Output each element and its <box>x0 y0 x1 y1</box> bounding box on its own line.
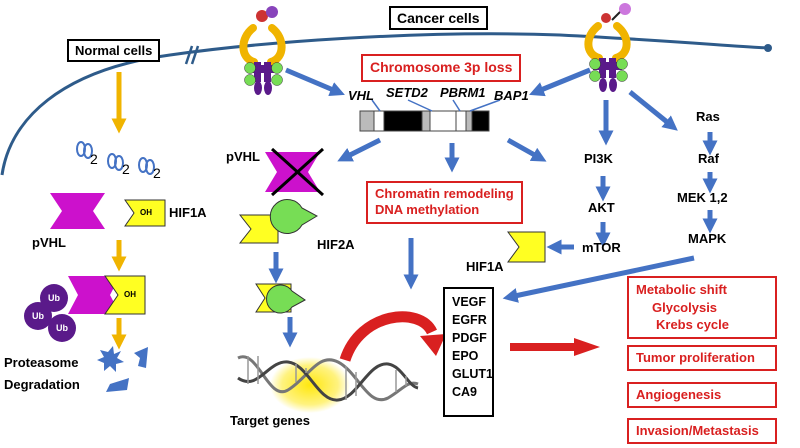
hif1a-normal-shape <box>124 199 166 227</box>
pvhl-cancer-shape <box>265 152 320 192</box>
red-arrow-head <box>574 338 600 356</box>
dna-helix <box>237 355 419 402</box>
target-gene-glut1: GLUT1 <box>452 367 493 381</box>
mtor-label: mTOR <box>582 240 621 255</box>
cross-mark <box>270 147 325 197</box>
hif1a-normal-label: HIF1A <box>169 205 207 220</box>
hif1a-cancer-label: HIF1A <box>466 259 504 274</box>
pi3k-label: PI3K <box>584 151 613 166</box>
ub-label-3: Ub <box>56 323 68 333</box>
invasion-metastasis-box: Invasion/Metastasis <box>627 418 777 445</box>
glycolysis-label: Glycolysis <box>652 299 718 315</box>
pvhl-cancer-label: pVHL <box>226 149 260 164</box>
cancer-cells-label: Cancer cells <box>389 6 488 30</box>
ub-circle-1 <box>40 284 68 312</box>
hif2a-pacman <box>269 199 319 234</box>
krebs-cycle-label: Krebs cycle <box>656 317 729 333</box>
ub-label-1: Ub <box>48 293 60 303</box>
target-gene-epo: EPO <box>452 349 479 363</box>
hif1a-cancer-shape <box>507 231 546 263</box>
target-gene-vegf: VEGF <box>452 295 487 309</box>
pvhl-normal-shape <box>50 193 105 229</box>
normal-cells-label: Normal cells <box>67 39 161 62</box>
gene-bap1: BAP1 <box>494 88 529 103</box>
mapk-label: MAPK <box>688 231 727 246</box>
chromatin-line-2: DNA methylation <box>375 202 480 218</box>
hif-complex-green <box>266 284 306 314</box>
hif2a-label: HIF2A <box>317 237 355 252</box>
tumor-proliferation-box: Tumor proliferation <box>627 345 777 372</box>
gene-setd2: SETD2 <box>386 85 428 100</box>
o2-label-3: 2 <box>153 165 161 182</box>
receptor-right <box>584 3 631 92</box>
cell-membrane <box>0 32 769 176</box>
proteasome-label: Proteasome <box>4 355 79 370</box>
oh-label-complex: OH <box>124 290 136 299</box>
oh-label-normal: OH <box>140 208 152 217</box>
raf-label: Raf <box>698 151 719 166</box>
degradation-label: Degradation <box>4 377 80 392</box>
target-gene-ca9: CA9 <box>452 385 478 399</box>
gene-vhl: VHL <box>348 88 374 103</box>
metabolic-shift-title: Metabolic shift <box>636 282 728 297</box>
chromosome-bar <box>359 99 501 132</box>
degradation-fragments <box>97 346 148 392</box>
oxygen-molecules <box>76 141 155 175</box>
angiogenesis-box: Angiogenesis <box>627 382 777 409</box>
o2-label-1: O2 <box>90 151 98 168</box>
akt-label: AKT <box>588 200 615 215</box>
target-gene-list: VEGF EGFR PDGF EPO GLUT1 CA9 <box>443 287 494 417</box>
pvhl-normal-label: pVHL <box>32 235 66 250</box>
hif1a-complex-shape <box>104 275 146 315</box>
chromosome-3p-loss-box: Chromosome 3p loss <box>361 54 522 82</box>
receptor-left <box>239 6 286 95</box>
ras-label: Ras <box>696 109 720 124</box>
target-genes-label: Target genes <box>230 413 310 428</box>
dna-glow <box>270 357 350 413</box>
target-gene-egfr: EGFR <box>452 313 487 327</box>
ub-circle-2 <box>24 302 52 330</box>
curved-red-arrow-head <box>420 334 446 356</box>
membrane-break-mark <box>184 45 200 65</box>
target-gene-pdgf: PDGF <box>452 331 487 345</box>
gene-pbrm1: PBRM1 <box>440 85 486 100</box>
pvhl-complex-shape <box>68 276 120 314</box>
chromatin-box: Chromatin remodeling DNA methylation <box>366 181 523 224</box>
metabolic-shift-box: Metabolic shift Glycolysis Krebs cycle <box>627 276 777 339</box>
o2-label-2: 2 <box>122 161 130 178</box>
cancer-pathway-arrows <box>268 67 718 348</box>
curved-red-arrow <box>339 311 437 362</box>
ub-circle-3 <box>48 314 76 342</box>
membrane-end <box>764 44 772 52</box>
ub-label-2: Ub <box>32 311 44 321</box>
chromatin-line-1: Chromatin remodeling <box>375 186 514 201</box>
mek-label: MEK 1,2 <box>677 190 728 205</box>
